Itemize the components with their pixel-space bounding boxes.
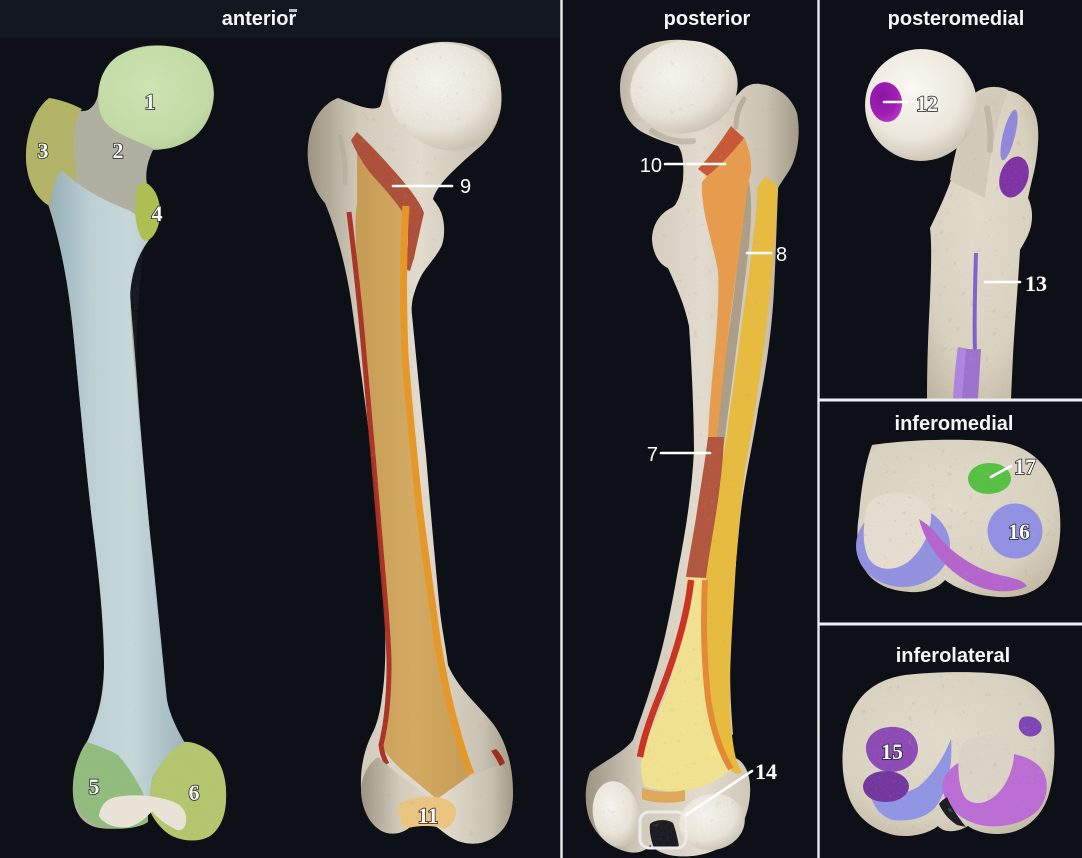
svg-text:3: 3: [38, 138, 49, 163]
svg-text:1: 1: [145, 89, 156, 114]
svg-text:5: 5: [89, 774, 100, 799]
svg-text:12: 12: [916, 91, 938, 116]
svg-text:13: 13: [1025, 271, 1047, 296]
svg-text:10: 10: [640, 155, 662, 177]
svg-text:anterior: anterior: [222, 8, 297, 30]
svg-text:inferomedial: inferomedial: [895, 413, 1014, 435]
svg-text:4: 4: [152, 201, 163, 226]
svg-text:17: 17: [1014, 454, 1036, 479]
svg-text:16: 16: [1008, 519, 1030, 544]
svg-text:7: 7: [647, 444, 658, 466]
svg-text:9: 9: [460, 176, 471, 198]
svg-text:2: 2: [113, 138, 124, 163]
svg-text:15: 15: [881, 739, 903, 764]
svg-text:posteromedial: posteromedial: [888, 8, 1025, 30]
svg-text:8: 8: [776, 244, 787, 266]
svg-text:14: 14: [755, 759, 777, 784]
svg-text:6: 6: [189, 780, 200, 805]
svg-text:posterior: posterior: [664, 8, 751, 30]
svg-text:11: 11: [418, 803, 439, 828]
svg-text:inferolateral: inferolateral: [896, 645, 1010, 667]
